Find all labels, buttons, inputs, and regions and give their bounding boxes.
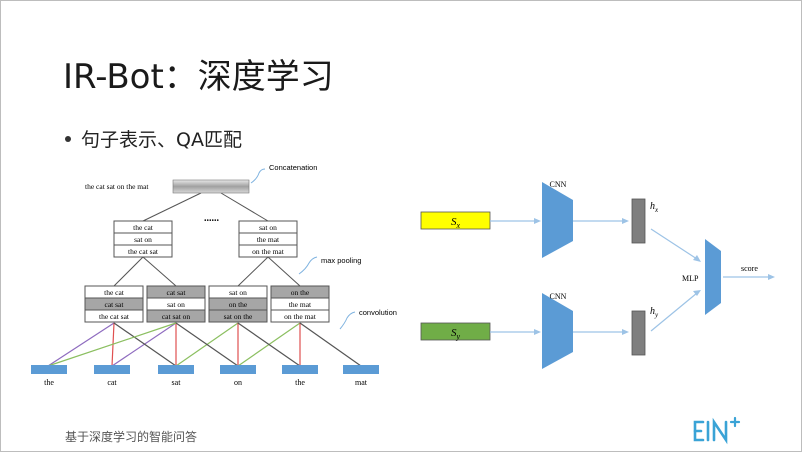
conv-cell — [208, 309, 268, 323]
word-label: mat — [355, 378, 368, 387]
arrowhead — [768, 274, 775, 280]
cnn-label-bottom: CNN — [550, 292, 567, 301]
connection-line — [47, 322, 177, 367]
connection-line — [113, 322, 177, 367]
arrowhead — [693, 255, 701, 262]
conv-layer: the cat cat sat the cat sat cat sat sat … — [84, 285, 330, 323]
conv-cell-text: cat sat — [167, 288, 187, 297]
connection-line — [299, 322, 362, 367]
word-box — [31, 365, 67, 374]
conv-cell-text: the mat — [289, 300, 312, 309]
convolution-label: convolution — [359, 308, 397, 317]
bullet-text: 句子表示、QA匹配 — [81, 129, 242, 151]
arrowhead — [622, 329, 629, 335]
arrowhead — [622, 218, 629, 224]
concatenation-bar — [172, 179, 250, 194]
word-label: sat — [172, 378, 182, 387]
footer-text: 基于深度学习的智能问答 — [65, 430, 198, 444]
sy-label: Sy — [451, 327, 461, 341]
pool-cell-text: the cat sat — [128, 247, 159, 256]
conv-cell-text: sat on the — [224, 312, 253, 321]
conv-cell-text: on the — [229, 300, 248, 309]
hx-vector — [631, 198, 646, 244]
arrowhead — [693, 290, 701, 296]
word-label: on — [234, 378, 242, 387]
arrows — [490, 220, 771, 333]
cnn-label-top: CNN — [550, 180, 567, 189]
word-boxes: the cat sat on the mat — [31, 365, 379, 387]
mlp-label: MLP — [682, 274, 699, 283]
conv-cell-text: cat sat on — [162, 312, 191, 321]
conv-cell-text: sat on — [167, 300, 185, 309]
convolution-callout-icon — [339, 311, 356, 330]
connection-line — [175, 322, 239, 367]
word-box — [94, 365, 130, 374]
max-pooling-label: max pooling — [321, 256, 361, 265]
concatenation-label: Concatenation — [269, 163, 317, 172]
pool-lines — [113, 192, 301, 287]
pool-line — [142, 256, 177, 287]
bullet-dot-icon — [65, 135, 71, 142]
connection-lines — [47, 322, 362, 367]
arrowhead — [534, 218, 541, 224]
pool-cell-text: the mat — [257, 235, 280, 244]
pool-cell-text: on the mat — [252, 247, 285, 256]
word-box — [282, 365, 318, 374]
mlp-block — [705, 239, 721, 315]
score-label: score — [741, 264, 758, 273]
slide-title: IR-Bot：深度学习 — [63, 57, 334, 97]
hy-vector — [631, 310, 646, 356]
word-label: the — [295, 378, 305, 387]
pool-line — [142, 192, 202, 222]
conv-cell-text: sat on — [229, 288, 247, 297]
ein-logo — [693, 416, 741, 445]
cnn-block-top — [542, 182, 573, 258]
pool-cell-text: the cat — [133, 223, 154, 232]
max-pooling-callout-icon — [298, 256, 318, 275]
connection-line — [237, 322, 301, 367]
pool-cell — [113, 244, 173, 258]
pool-cell-text: sat on — [134, 235, 152, 244]
pool-line — [267, 256, 301, 287]
hy-label: hy — [650, 306, 659, 319]
pool-cell — [238, 244, 298, 258]
conv-cell — [84, 309, 144, 323]
cnn-block-bottom — [542, 293, 573, 369]
pool-line — [220, 192, 269, 222]
word-box — [158, 365, 194, 374]
conv-cell — [146, 309, 206, 323]
pool-line — [237, 256, 269, 287]
pool-line — [113, 256, 144, 287]
sentence-text: the cat sat on the mat — [85, 182, 149, 191]
word-box — [343, 365, 379, 374]
conv-cell — [270, 309, 330, 323]
hx-label: hx — [650, 201, 659, 214]
arrowheads — [534, 218, 775, 335]
conv-cell-text: on the — [291, 288, 310, 297]
word-label: cat — [107, 378, 117, 387]
arrow — [650, 292, 698, 332]
connection-line — [47, 322, 115, 367]
word-box — [220, 365, 256, 374]
arrowhead — [534, 329, 541, 335]
conv-cell-text: on the mat — [284, 312, 317, 321]
concatenation-callout-icon — [250, 168, 266, 184]
conv-cell-text: cat sat — [105, 300, 125, 309]
pool-cell-text: sat on — [259, 223, 277, 232]
bullet-item: 句子表示、QA匹配 — [65, 125, 242, 152]
conv-cell-text: the cat — [104, 288, 125, 297]
arrow — [650, 228, 698, 260]
word-label: the — [44, 378, 54, 387]
sx-label: Sx — [451, 216, 461, 230]
conv-cell-text: the cat sat — [99, 312, 130, 321]
qa-matching-diagram: Sx Sy — [420, 180, 775, 369]
ellipsis-text: ...... — [204, 213, 220, 224]
pool-layer: the cat sat on the cat sat sat on the ma… — [113, 220, 298, 258]
